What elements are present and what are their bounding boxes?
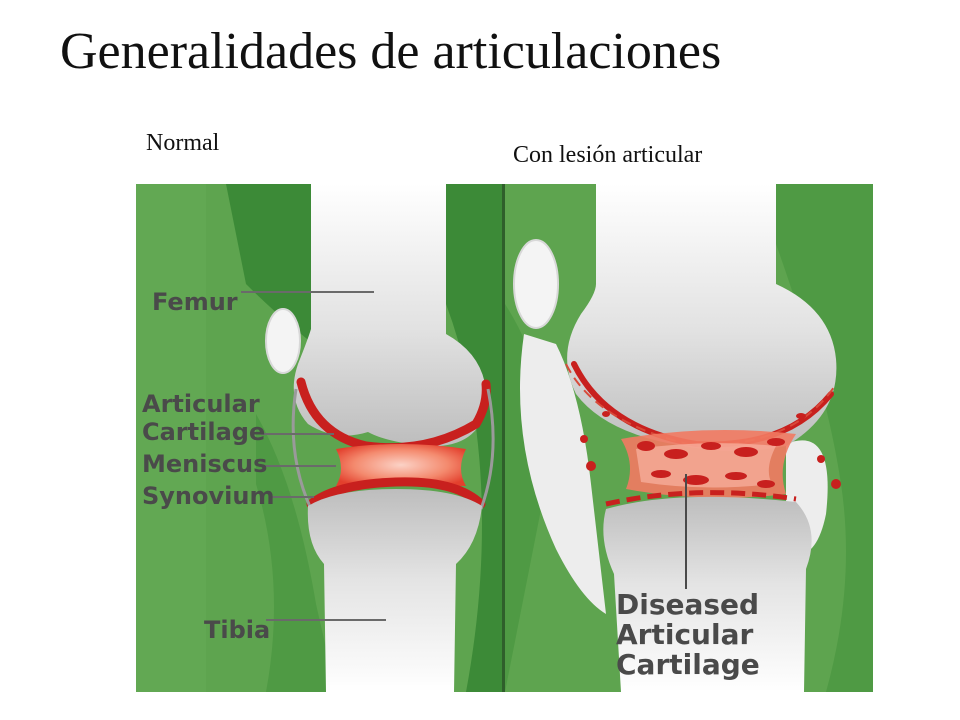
- tibia-bone: [307, 489, 482, 692]
- femur-bone: [567, 184, 837, 451]
- label-cartilage: Cartilage: [142, 418, 265, 446]
- label-meniscus: Meniscus: [142, 450, 267, 478]
- normal-knee-panel: Femur Articular Cartilage Meniscus Synov…: [136, 184, 502, 692]
- tibia-bone: [603, 496, 812, 692]
- articular-cartilage-lower: [306, 477, 486, 509]
- cartilage-lesions: [580, 411, 841, 489]
- label-articular: Articular: [142, 390, 260, 418]
- patella: [513, 239, 559, 329]
- femur-bone: [293, 184, 487, 447]
- muscle-band: [446, 184, 502, 692]
- muscle-band: [256, 414, 336, 692]
- caption-normal: Normal: [146, 130, 220, 156]
- synovium: [520, 334, 606, 614]
- diseased-knee-panel: Diseased Articular Cartilage: [505, 184, 873, 692]
- label-synovium: Synovium: [142, 482, 274, 510]
- synovium: [479, 388, 495, 510]
- meniscus: [336, 444, 466, 486]
- knee-joint-illustration: Femur Articular Cartilage Meniscus Synov…: [136, 184, 873, 692]
- caption-lesion: Con lesión articular: [513, 142, 703, 168]
- label-diseased-cartilage: Cartilage: [616, 648, 760, 681]
- diseased-cartilage-lower: [605, 490, 797, 507]
- label-diseased-articular: Articular: [616, 618, 753, 651]
- label-tibia: Tibia: [204, 616, 270, 644]
- label-femur: Femur: [152, 288, 238, 316]
- patella: [265, 308, 301, 374]
- panel-divider: [502, 184, 505, 692]
- label-diseased: Diseased: [616, 588, 759, 621]
- slide-title: Generalidades de articulaciones: [60, 23, 722, 80]
